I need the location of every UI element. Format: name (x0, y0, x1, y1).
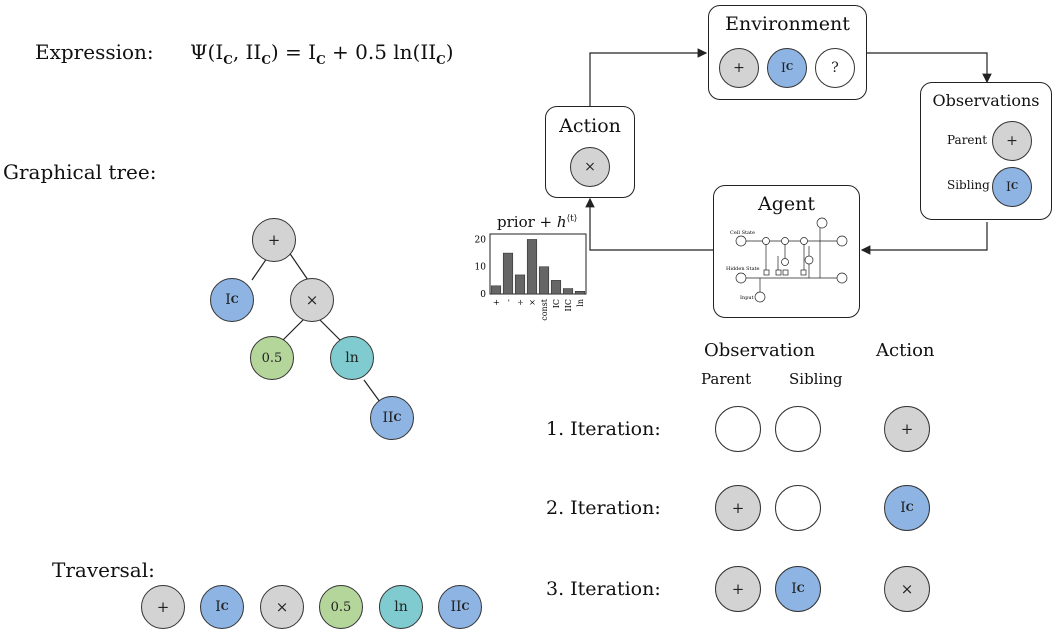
traversal-token-times: × (260, 585, 304, 629)
tree-node-times: × (290, 278, 334, 322)
prior-xtick-6: IIC (564, 299, 573, 311)
iteration-3-parent: + (715, 566, 761, 612)
observations-sibling-label: Sibling (947, 178, 990, 192)
agent-box: Agent (713, 185, 860, 318)
iteration-3-label: 3. Iteration: (546, 578, 661, 600)
prior-xtick-3: × (528, 299, 537, 306)
tree-node-plus: + (252, 218, 296, 262)
prior-bar-5 (550, 280, 562, 295)
prior-ytick-0: 0 (480, 290, 486, 300)
iteration-1-parent (715, 406, 761, 452)
observation-header: Observation (704, 340, 816, 361)
prior-xtick-5: IC (552, 299, 561, 308)
expression-formula: Ψ(IC, IIC) = IC + 0.5 ln(IIC) (190, 40, 454, 67)
prior-xtick-2: ÷ (516, 299, 525, 306)
agent-title: Agent (758, 193, 815, 215)
iteration-2-parent: + (715, 485, 761, 531)
lstm-input-label: Input (740, 295, 754, 301)
iteration-3-action: × (884, 566, 930, 612)
prior-xtick-7: ln (576, 299, 585, 307)
iteration-1-sibling (775, 406, 821, 452)
traversal-token-plus: + (141, 585, 185, 629)
graphical-tree-label: Graphical tree: (3, 160, 157, 184)
tree-edges (251, 241, 381, 403)
action-header: Action (876, 340, 935, 361)
parent-header: Parent (701, 370, 752, 388)
action-title: Action (559, 115, 621, 137)
iteration-1-action: + (884, 406, 930, 452)
prior-bar-3 (526, 239, 538, 295)
tree-node-ln: ln (330, 336, 374, 380)
observations-box: Observations Parent Sibling (920, 82, 1052, 220)
expression-label: Expression: (35, 40, 154, 64)
prior-xtick-1: - (504, 299, 513, 302)
prior-chart-title: prior + h⟨t⟩ (497, 213, 578, 231)
observations-parent-label: Parent (947, 133, 988, 147)
prior-ytick-1: 10 (475, 263, 487, 273)
prior-bar-2 (514, 274, 526, 295)
iteration-2-sibling (775, 485, 821, 531)
environment-node-plus: + (719, 48, 759, 88)
lstm-hidden-state-label: Hidden State (726, 266, 760, 272)
prior-bar-1 (502, 252, 514, 295)
observations-parent-node: + (992, 121, 1032, 161)
iteration-1-label: 1. Iteration: (546, 418, 661, 440)
traversal-token-ln: ln (379, 585, 423, 629)
action-node-times: × (570, 147, 610, 187)
iteration-2-label: 2. Iteration: (546, 497, 661, 519)
environment-node-unknown: ? (815, 48, 855, 88)
prior-xtick-4: const (540, 298, 549, 321)
prior-bar-0 (490, 285, 502, 295)
prior-ytick-2: 20 (475, 235, 487, 245)
prior-xtick-0: + (492, 299, 501, 306)
prior-bar-6 (562, 288, 574, 295)
environment-title: Environment (725, 13, 850, 35)
prior-bar-7 (574, 291, 586, 295)
lstm-cell-diagram: Cell State Hidden State Input (726, 217, 848, 303)
traversal-token-half: 0.5 (319, 585, 363, 629)
prior-bar-4 (538, 266, 550, 295)
observations-title: Observations (932, 91, 1040, 110)
sibling-header: Sibling (789, 370, 843, 388)
tree-node-half: 0.5 (250, 336, 294, 380)
lstm-cell-state-label: Cell State (730, 230, 755, 236)
traversal-label: Traversal: (52, 558, 155, 582)
